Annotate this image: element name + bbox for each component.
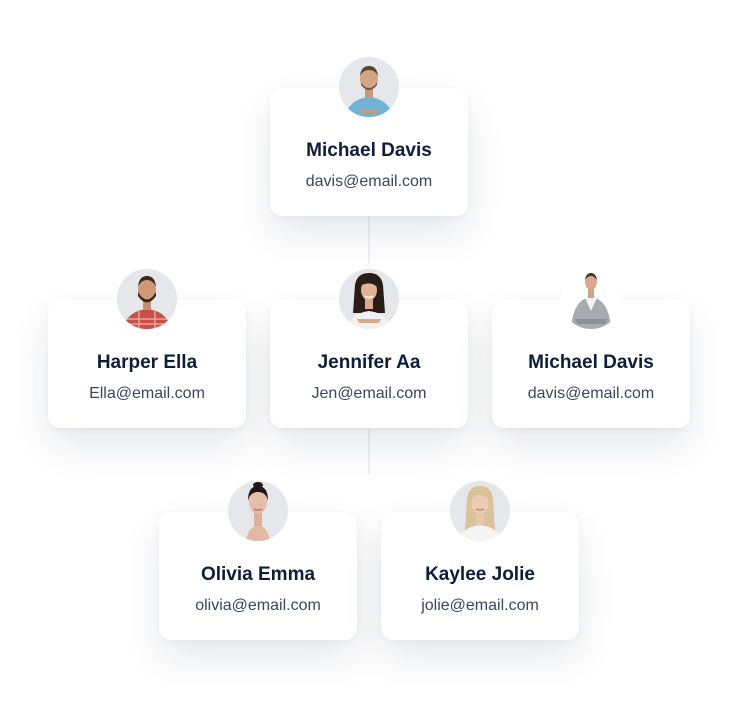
node-name: Michael Davis	[306, 140, 432, 161]
node-email[interactable]: Jen@email.com	[311, 385, 427, 402]
org-node-root[interactable]: Michael Davis davis@email.com	[270, 57, 468, 216]
node-email[interactable]: olivia@email.com	[195, 597, 321, 614]
org-node-olivia-emma[interactable]: Olivia Emma olivia@email.com	[159, 481, 357, 640]
org-node-harper-ella[interactable]: Harper Ella Ella@email.com	[48, 269, 246, 428]
node-name: Olivia Emma	[200, 564, 316, 585]
org-node-jennifer-aa[interactable]: Jennifer Aa Jen@email.com	[270, 269, 468, 428]
woman-hair-bun-avatar	[228, 481, 288, 541]
org-node-michael-davis-2[interactable]: Michael Davis davis@email.com	[492, 269, 690, 428]
node-email[interactable]: jolie@email.com	[421, 597, 539, 614]
man-plaid-shirt-avatar	[117, 269, 177, 329]
woman-blonde-avatar	[450, 481, 510, 541]
node-name: Jennifer Aa	[317, 352, 421, 373]
woman-dark-hair-avatar	[339, 269, 399, 329]
node-name: Harper Ella	[96, 352, 198, 373]
node-email[interactable]: Ella@email.com	[89, 385, 205, 402]
node-email[interactable]: davis@email.com	[305, 173, 433, 190]
man-blue-shirt-avatar	[339, 57, 399, 117]
org-node-kaylee-jolie[interactable]: Kaylee Jolie jolie@email.com	[381, 481, 579, 640]
node-email[interactable]: davis@email.com	[527, 385, 655, 402]
node-name: Kaylee Jolie	[425, 564, 535, 585]
node-name: Michael Davis	[528, 352, 654, 373]
man-grey-suit-avatar	[561, 269, 621, 329]
